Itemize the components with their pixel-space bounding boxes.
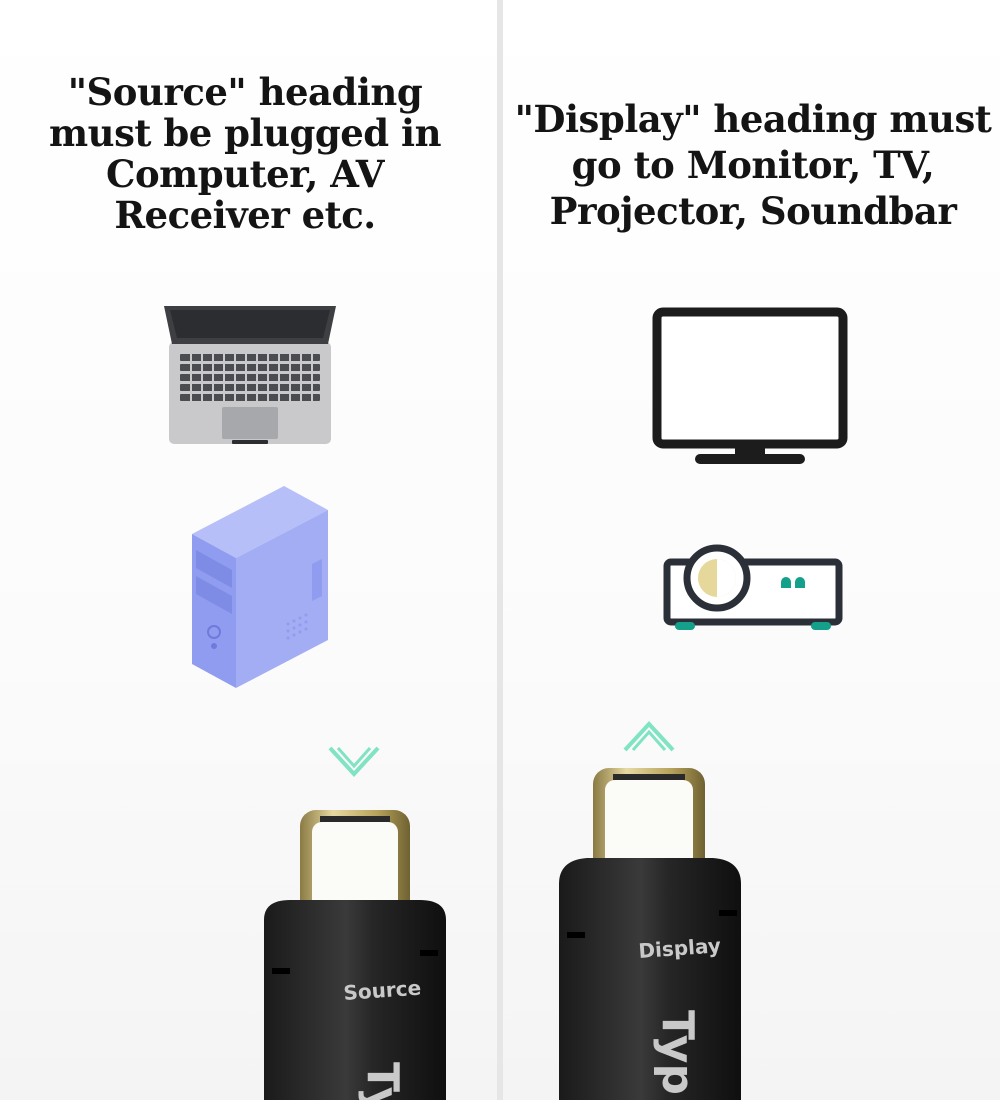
- source-panel: "Source" heading must be plugged in Comp…: [0, 0, 497, 1100]
- chevron-up-icon: [623, 721, 675, 752]
- source-heading: "Source" heading must be plugged in Comp…: [10, 72, 480, 236]
- source-connector-type-text: Ty: [357, 1062, 408, 1100]
- source-connector-label: Source: [343, 976, 422, 1005]
- desktop-tower-icon: [192, 486, 328, 688]
- source-connector: Source Ty: [264, 810, 446, 1100]
- display-connector-type-text: Typ: [652, 1010, 703, 1095]
- display-connector: Display Typ: [559, 768, 741, 1100]
- source-heading-line: must be plugged in: [49, 111, 441, 155]
- display-heading-line: Projector, Soundbar: [549, 189, 957, 233]
- display-heading: "Display" heading must go to Monitor, TV…: [513, 96, 993, 234]
- display-heading-line: "Display" heading must: [514, 97, 992, 141]
- chevron-down-icon: [328, 746, 380, 777]
- source-heading-line: "Source" heading: [67, 70, 423, 114]
- source-heading-line: Receiver etc.: [114, 193, 376, 237]
- display-panel: "Display" heading must go to Monitor, TV…: [503, 0, 1000, 1100]
- display-heading-line: go to Monitor, TV,: [571, 143, 935, 187]
- projector-icon: [663, 544, 843, 630]
- source-heading-line: Computer, AV: [106, 152, 384, 196]
- display-connector-label: Display: [638, 933, 722, 963]
- laptop-icon: [164, 306, 336, 444]
- panel-divider: [497, 0, 503, 1100]
- monitor-icon: [652, 307, 848, 464]
